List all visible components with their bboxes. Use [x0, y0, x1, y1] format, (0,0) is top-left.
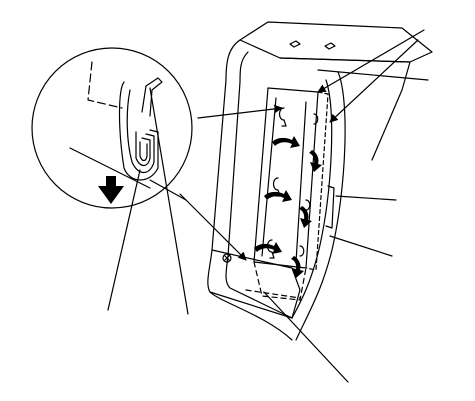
curved-arrow-4 [309, 150, 322, 172]
curved-arrow-1 [272, 136, 300, 148]
top-hole-1 [289, 40, 301, 48]
leader-tab-bottom [149, 87, 189, 315]
leader-right-mid [335, 195, 397, 201]
leader-lines [107, 29, 429, 383]
detail-circle [31, 47, 193, 209]
leader-detail-bottom [179, 193, 247, 261]
clip-2 [272, 177, 281, 197]
trim-panel-right-strip [305, 91, 329, 271]
seat-back [207, 21, 433, 341]
curved-arrow-2 [264, 190, 292, 202]
trim-panel-lower-dash [245, 289, 301, 299]
leader-top-right-1 [317, 29, 425, 93]
leader-right-top [317, 69, 429, 81]
seat-back-inner-edge [225, 51, 293, 319]
seat-back-side-inner [291, 79, 333, 319]
curved-arrow-5 [299, 206, 312, 228]
seat-back-front-face [207, 39, 293, 341]
seat-back-bottom [209, 291, 293, 319]
detail-panel-edge [87, 61, 123, 109]
down-arrow-icon [98, 176, 124, 204]
detail-callout [31, 47, 193, 209]
top-hole-2 [324, 42, 336, 50]
seat-back-side [295, 71, 346, 341]
clip-1 [278, 107, 287, 127]
seat-back-lower-box [211, 249, 301, 319]
side-slot [325, 185, 335, 229]
detail-clip-mid [126, 89, 155, 174]
detail-clip-hook [139, 141, 148, 162]
leader-right-low [329, 235, 393, 257]
trim-panel-inner-right [295, 101, 307, 263]
curved-arrows [254, 136, 322, 278]
leader-bottom [263, 291, 349, 383]
trim-panel [245, 87, 335, 301]
detail-guide-line [149, 179, 187, 201]
curved-arrow-3 [254, 242, 282, 254]
trim-panel-bottom-hidden [253, 261, 307, 301]
clip-4 [313, 113, 319, 125]
screw-icon [222, 253, 232, 263]
leader-top-right-2 [329, 39, 419, 123]
leader-detail-top [197, 104, 283, 119]
clip-group [266, 107, 319, 259]
detail-clip-inner [135, 131, 151, 167]
detail-clip-outer [118, 81, 159, 181]
trim-panel-inner-left [261, 97, 277, 257]
leader-clip-bottom [107, 169, 141, 311]
clip-5 [305, 199, 311, 211]
clip-6 [299, 245, 305, 257]
seat-back-right-edge [279, 57, 411, 161]
detail-panel-line [69, 147, 151, 189]
curved-arrow-6 [291, 256, 304, 278]
